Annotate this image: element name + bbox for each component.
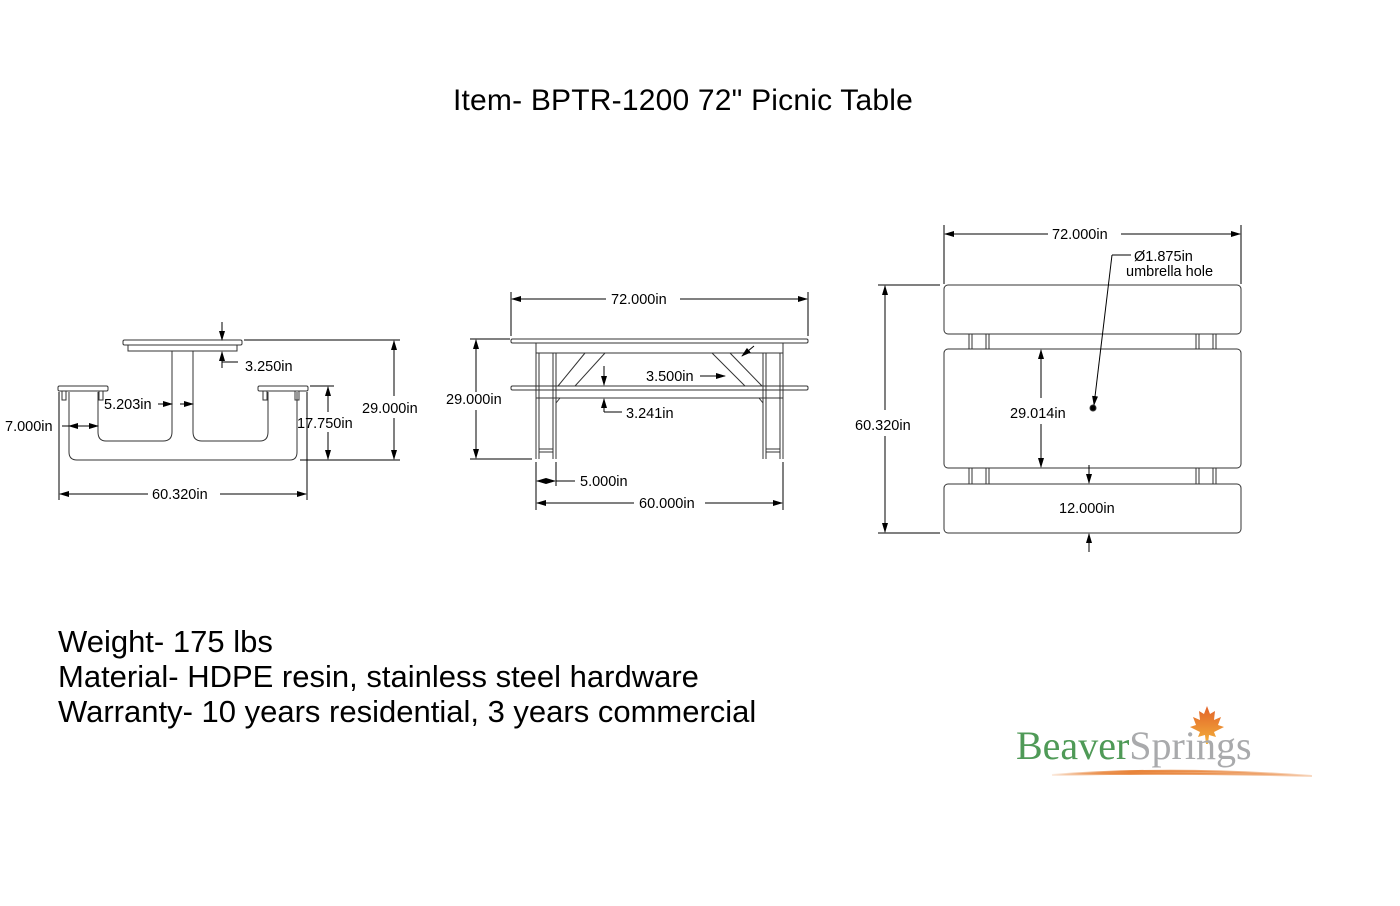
side-dim-overall-length: 72.000in xyxy=(611,292,667,308)
side-seat-rail xyxy=(535,389,784,399)
side-apron xyxy=(535,342,784,354)
side-dim-seat-thickness: 3.241in xyxy=(626,406,674,422)
side-view xyxy=(510,338,809,459)
spec-weight: Weight- 175 lbs xyxy=(58,624,273,659)
end-dim-leg-gap: 5.203in xyxy=(104,397,152,413)
top-table-top xyxy=(943,348,1242,469)
end-view xyxy=(57,339,309,461)
end-pedestal-left xyxy=(97,351,173,442)
logo-swoosh xyxy=(1051,769,1312,777)
top-view-dimensions xyxy=(878,225,1242,552)
top-seat-lower xyxy=(943,483,1242,534)
end-pedestal-right xyxy=(192,351,269,442)
end-dim-top-thickness: 3.250in xyxy=(245,359,293,375)
umbrella-hole xyxy=(1089,404,1097,412)
logo-springs: Springs xyxy=(1129,723,1252,768)
end-seat-left xyxy=(57,385,109,392)
end-table-top xyxy=(122,339,243,346)
end-dim-overall-height: 29.000in xyxy=(362,401,418,417)
side-dim-leg-width: 5.000in xyxy=(580,474,628,490)
side-dim-overall-height: 29.000in xyxy=(446,392,502,408)
spec-list: Weight- 175 lbs Material- HDPE resin, st… xyxy=(58,624,756,729)
top-dim-table-top-width: 29.014in xyxy=(1010,406,1066,422)
side-view-dimensions xyxy=(470,292,809,510)
end-dim-overall-depth: 60.320in xyxy=(152,487,208,503)
end-seat-right xyxy=(257,385,309,392)
end-view-dimensions xyxy=(58,322,400,500)
spec-material: Material- HDPE resin, stainless steel ha… xyxy=(58,659,699,694)
top-dim-umbrella-diameter: Ø1.875in xyxy=(1134,249,1193,265)
logo-graphics xyxy=(1051,706,1312,777)
end-dim-seat-offset: 7.000in xyxy=(5,419,53,435)
end-outer-frame xyxy=(68,392,298,461)
side-dim-leg-span: 60.000in xyxy=(639,496,695,512)
end-dim-seat-height: 17.750in xyxy=(297,416,353,432)
logo-wordmark: BeaverSprings xyxy=(1016,722,1252,769)
top-dim-seat-width: 12.000in xyxy=(1059,501,1115,517)
top-dim-umbrella-label: umbrella hole xyxy=(1126,264,1213,280)
logo-beaver: Beaver xyxy=(1016,723,1130,768)
top-dim-overall-length: 72.000in xyxy=(1052,227,1108,243)
top-dim-overall-depth: 60.320in xyxy=(855,418,911,434)
side-dim-brace-width: 3.500in xyxy=(646,369,694,385)
top-seat-upper xyxy=(943,284,1242,335)
beaver-springs-logo: BeaverSprings xyxy=(1012,700,1312,785)
maple-leaf-icon xyxy=(1190,706,1224,744)
side-table-top xyxy=(510,338,809,344)
end-table-top-cleat xyxy=(127,344,238,352)
spec-warranty: Warranty- 10 years residential, 3 years … xyxy=(58,694,757,729)
top-view xyxy=(943,284,1242,534)
page-title: Item- BPTR-1200 72" Picnic Table xyxy=(452,84,914,117)
